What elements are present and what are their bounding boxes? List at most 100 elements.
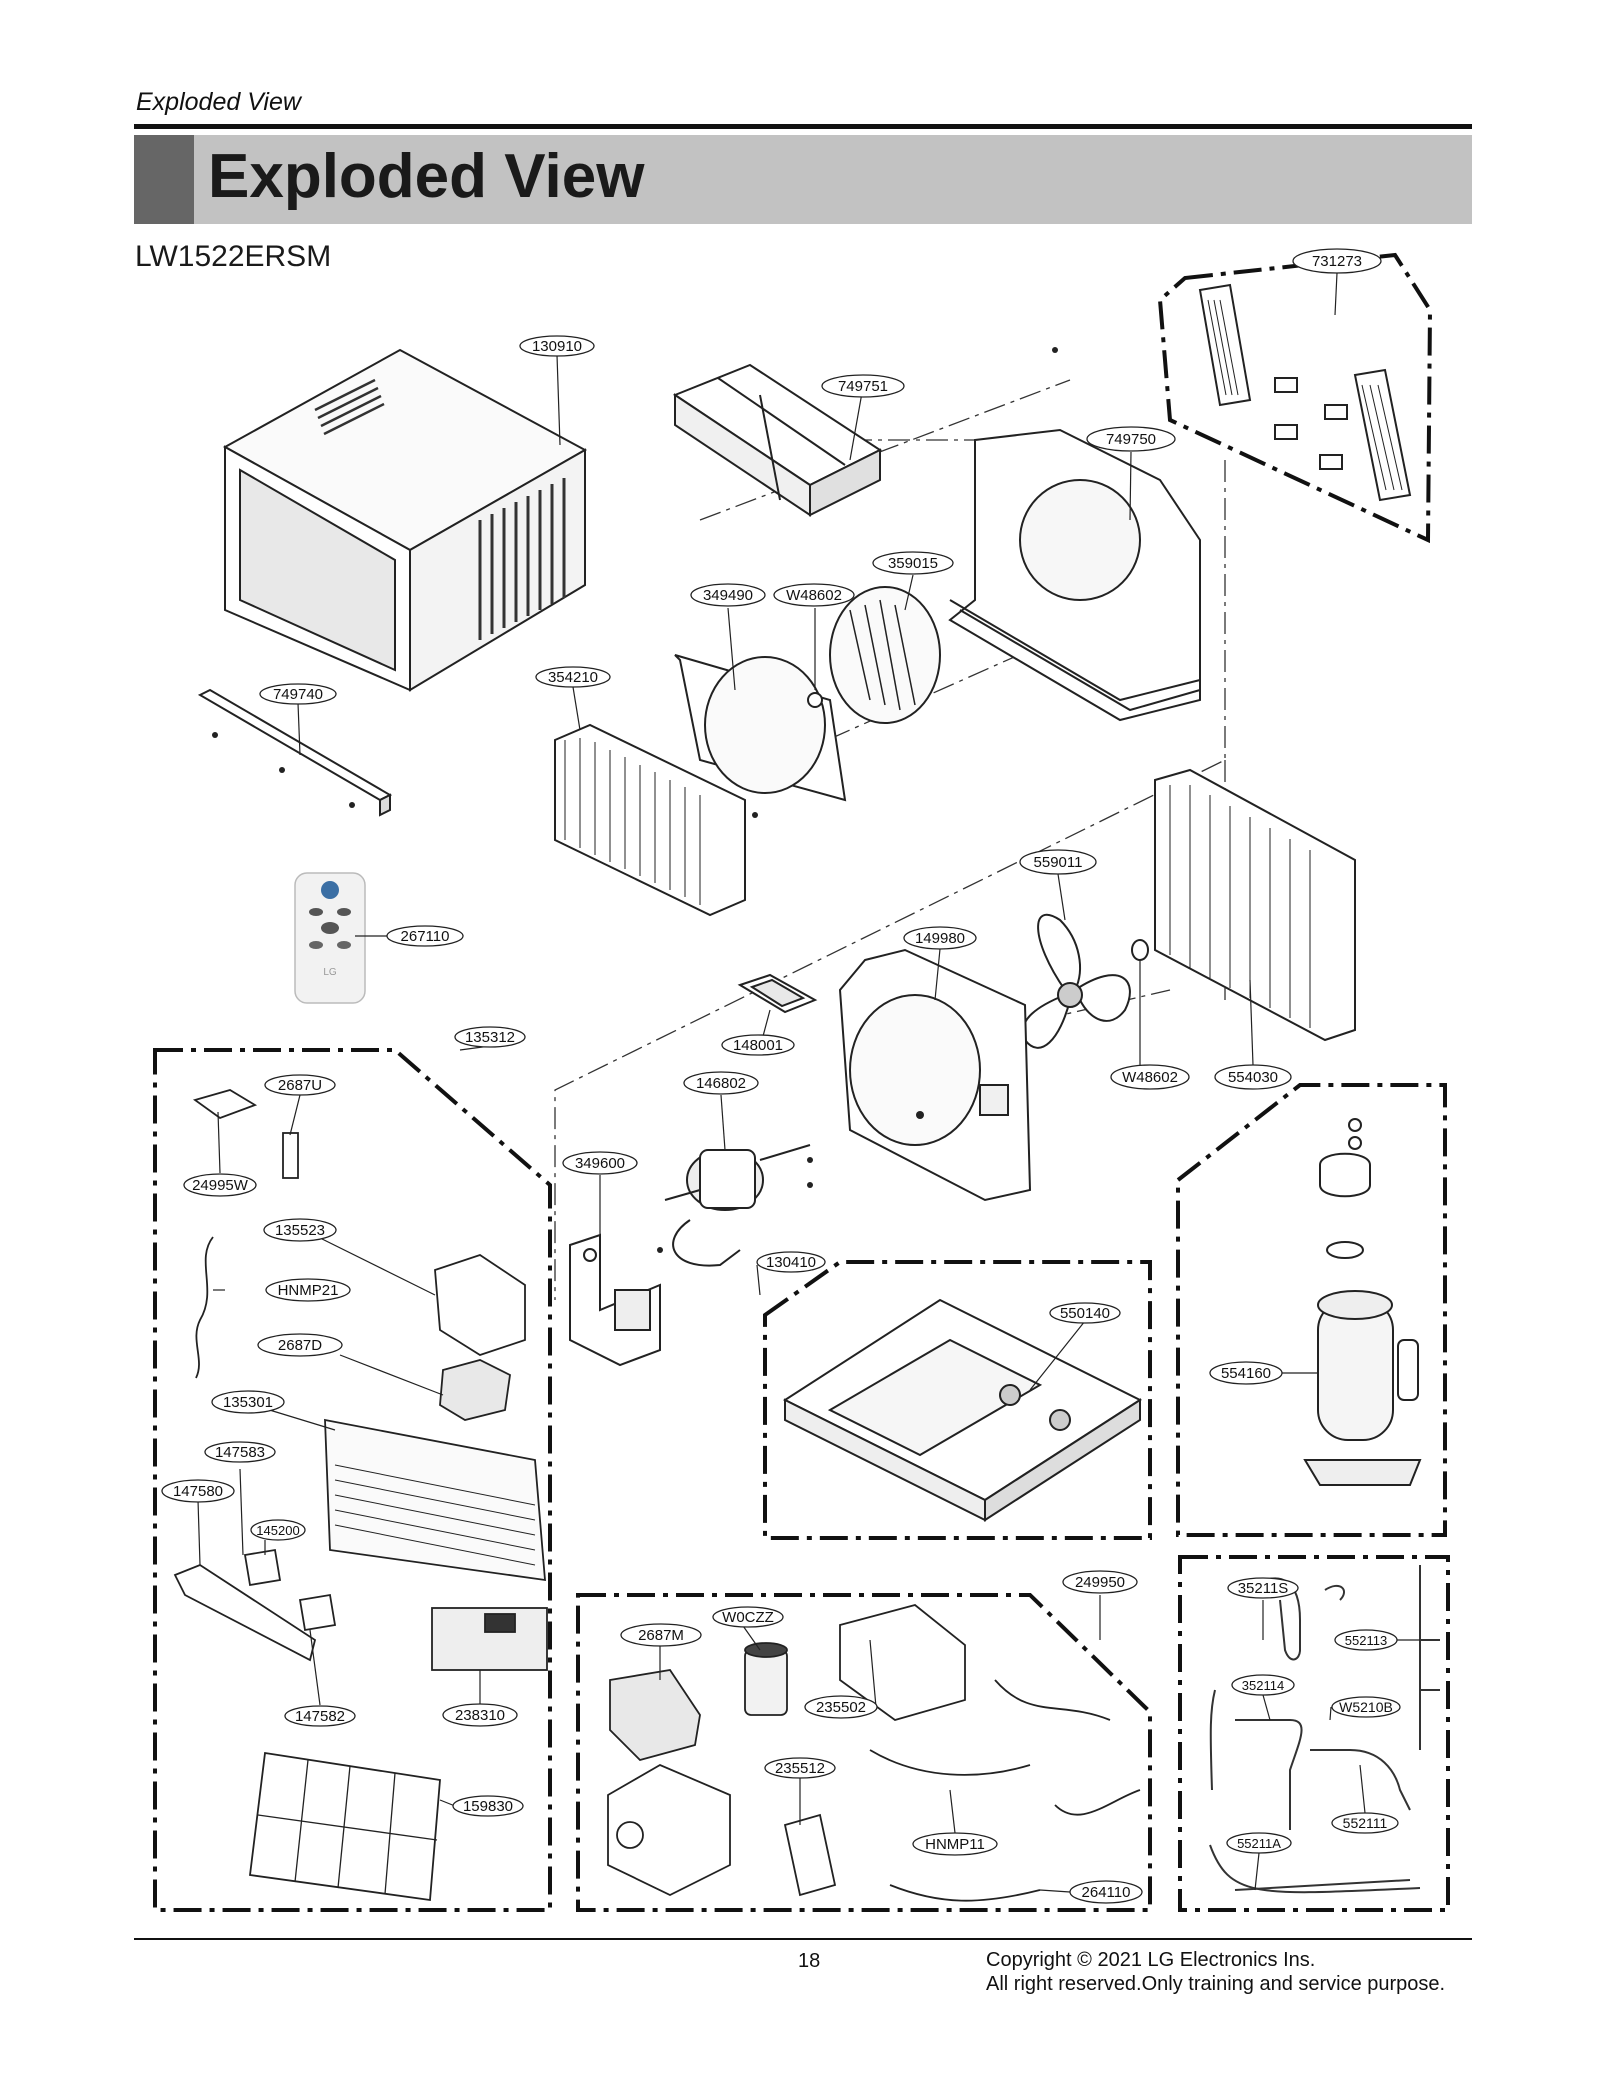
svg-text:135301: 135301 <box>223 1394 273 1411</box>
piping-parts-drawing <box>1209 1565 1440 1894</box>
base-pan-drawing <box>782 1298 1143 1522</box>
callout-749751: 749751 <box>821 374 905 398</box>
callout-147583: 147583 <box>204 1441 276 1463</box>
copyright-line-2: All right reserved.Only training and ser… <box>986 1973 1446 1995</box>
svg-text:HNMP21: HNMP21 <box>278 1282 339 1299</box>
title-band <box>134 135 1472 224</box>
remote-brand-logo: LG <box>323 967 337 978</box>
svg-text:550140: 550140 <box>1060 1305 1110 1322</box>
svg-text:130410: 130410 <box>766 1254 816 1271</box>
svg-text:554030: 554030 <box>1228 1069 1278 1086</box>
callout-2687U: 2687U <box>264 1074 336 1096</box>
callout-148001: 148001 <box>721 1034 795 1056</box>
svg-text:2687D: 2687D <box>278 1337 322 1354</box>
svg-text:235512: 235512 <box>775 1760 825 1777</box>
callout-552113: 552113 <box>1334 1629 1398 1651</box>
callout-35211S: 35211S <box>1227 1577 1299 1599</box>
svg-text:249950: 249950 <box>1075 1574 1125 1591</box>
svg-text:349490: 349490 <box>703 587 753 604</box>
propeller-fan-drawing <box>1021 913 1149 1049</box>
svg-text:130910: 130910 <box>532 338 582 355</box>
callout-130410: 130410 <box>756 1251 826 1273</box>
callout-267110: 267110 <box>386 925 464 947</box>
svg-text:35211S: 35211S <box>1238 1580 1289 1597</box>
svg-text:135523: 135523 <box>275 1222 325 1239</box>
bracket-kit-boundary <box>1157 252 1433 544</box>
svg-text:149980: 149980 <box>915 930 965 947</box>
callout-24995W: 24995W <box>183 1173 257 1197</box>
electrical-parts-drawing <box>607 1604 1141 1902</box>
running-head: Exploded View <box>136 88 301 116</box>
callout-135301: 135301 <box>211 1390 285 1414</box>
leader-lines <box>197 272 1420 1893</box>
callout-130910: 130910 <box>519 335 595 357</box>
callout-W0CZZ: W0CZZ <box>712 1606 784 1628</box>
group-boundaries <box>153 252 1450 1912</box>
copyright-line-1: Copyright © 2021 LG Electronics Ins. <box>986 1949 1316 1971</box>
svg-text:W48602: W48602 <box>1122 1069 1178 1086</box>
callout-149980: 149980 <box>903 926 977 950</box>
svg-text:749750: 749750 <box>1106 431 1156 448</box>
control-parts-drawing <box>173 1089 548 1902</box>
callout-349490: 349490 <box>690 583 766 607</box>
svg-text:148001: 148001 <box>733 1037 783 1054</box>
condenser-drawing <box>1154 768 1356 1042</box>
svg-text:146802: 146802 <box>696 1075 746 1092</box>
svg-text:552111: 552111 <box>1343 1815 1388 1831</box>
callout-HNMP21: HNMP21 <box>265 1278 351 1302</box>
compressor-drawing <box>1303 1118 1422 1486</box>
callout-749740: 749740 <box>259 683 337 705</box>
callout-HNMP11: HNMP11 <box>912 1832 998 1856</box>
svg-text:554160: 554160 <box>1221 1365 1271 1382</box>
page-number: 18 <box>798 1950 821 1972</box>
fan-motor-drawing <box>664 1144 811 1267</box>
svg-text:354210: 354210 <box>548 669 598 686</box>
callout-249950: 249950 <box>1062 1570 1138 1594</box>
callout-352114: 352114 <box>1231 1674 1295 1696</box>
svg-text:W5210B: W5210B <box>1339 1699 1393 1715</box>
svg-text:147582: 147582 <box>295 1708 345 1725</box>
svg-text:359015: 359015 <box>888 555 938 572</box>
callout-W48602-b: W48602 <box>1110 1064 1190 1090</box>
svg-text:2687M: 2687M <box>638 1627 684 1644</box>
svg-text:2687U: 2687U <box>278 1077 322 1094</box>
callout-2687M: 2687M <box>620 1623 702 1647</box>
footer-rule <box>134 1938 1472 1940</box>
header-rule <box>134 124 1472 129</box>
callout-552111: 552111 <box>1331 1812 1399 1834</box>
screws <box>212 347 1058 1253</box>
callout-359015: 359015 <box>872 551 954 575</box>
page-title: Exploded View <box>208 142 645 211</box>
svg-text:147583: 147583 <box>215 1444 265 1461</box>
callout-W5210B: W5210B <box>1331 1696 1401 1718</box>
callout-147580: 147580 <box>161 1479 235 1503</box>
svg-text:24995W: 24995W <box>192 1177 249 1194</box>
bracket-kit-drawing <box>1198 283 1412 502</box>
remote-control-drawing: LG <box>294 872 366 1004</box>
callout-55211A: 55211A <box>1226 1832 1292 1854</box>
model-number: LW1522ERSM <box>135 240 332 273</box>
callout-554030: 554030 <box>1214 1064 1292 1090</box>
control-group-boundary <box>153 1048 552 1912</box>
tray-drawing <box>737 973 818 1014</box>
evaporator-drawing <box>554 723 746 917</box>
svg-text:349600: 349600 <box>575 1155 625 1172</box>
svg-text:235502: 235502 <box>816 1699 866 1716</box>
front-rail-drawing <box>197 688 393 817</box>
callout-349600: 349600 <box>562 1151 638 1175</box>
svg-text:147580: 147580 <box>173 1483 223 1500</box>
orifice-shroud-drawing <box>838 948 1032 1202</box>
base-pan-boundary <box>763 1260 1152 1540</box>
svg-text:552113: 552113 <box>1345 1633 1387 1648</box>
callout-135312: 135312 <box>454 1026 526 1048</box>
svg-text:264110: 264110 <box>1082 1884 1131 1901</box>
svg-text:159830: 159830 <box>463 1798 513 1815</box>
part-callouts: 731273 130910 749751 749750 359015 34949… <box>161 248 1401 1904</box>
callout-159830: 159830 <box>452 1795 524 1817</box>
callout-264110: 264110 <box>1069 1880 1143 1904</box>
callout-W48602-a: W48602 <box>773 583 855 607</box>
callout-731273: 731273 <box>1292 248 1382 274</box>
svg-text:559011: 559011 <box>1034 854 1083 871</box>
svg-text:HNMP11: HNMP11 <box>925 1836 985 1853</box>
